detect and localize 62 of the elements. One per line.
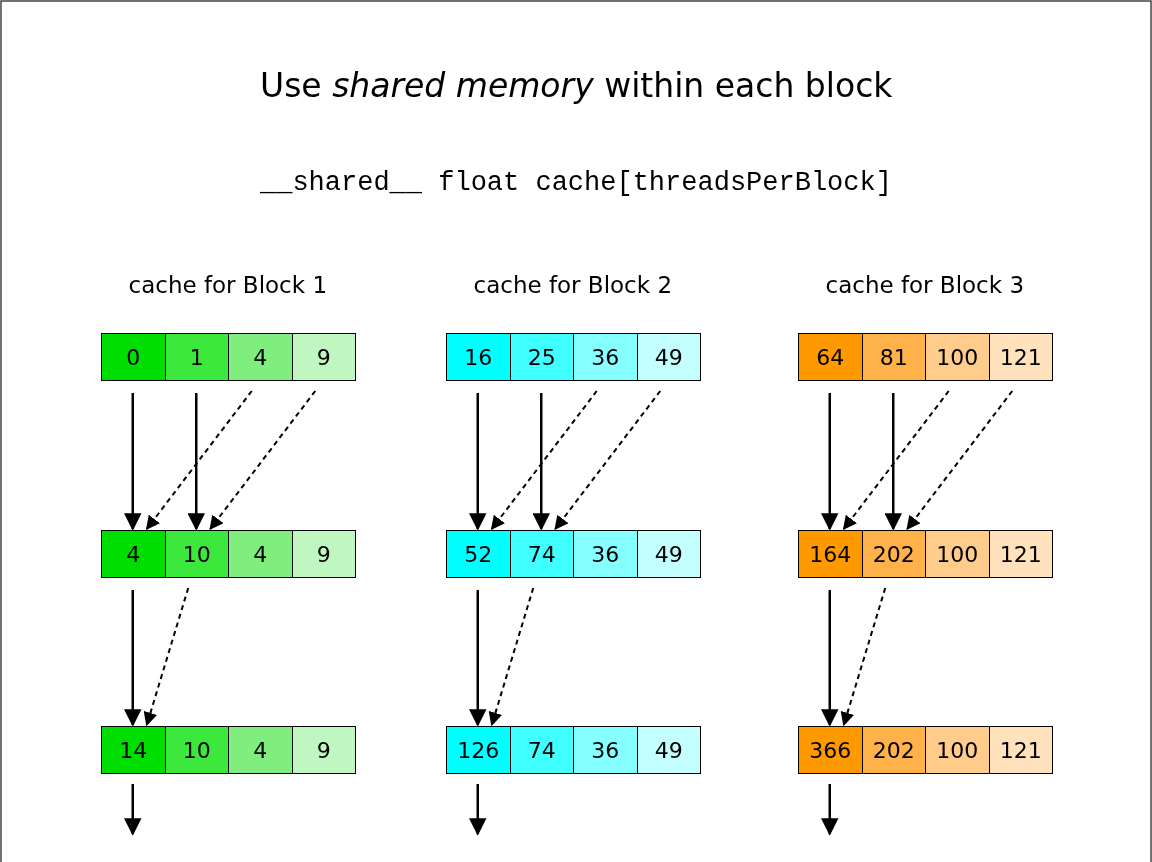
arrow — [488, 587, 535, 727]
array-cell: 49 — [636, 333, 701, 381]
array-cell: 100 — [925, 726, 990, 774]
array-cell: 4 — [101, 530, 166, 578]
array-cell: 121 — [988, 530, 1053, 578]
array-cell: 64 — [798, 333, 863, 381]
array-cell: 164 — [798, 530, 863, 578]
caption: cache for Block 2 — [473, 272, 672, 298]
caption: cache for Block 3 — [825, 272, 1024, 298]
array-cell: 4 — [228, 530, 293, 578]
array-cell: 49 — [636, 530, 701, 578]
array-cell: 202 — [861, 530, 926, 578]
arrow — [469, 590, 487, 727]
array-cell: 4 — [228, 333, 293, 381]
arrow — [124, 590, 142, 727]
arrow — [532, 393, 550, 531]
array-cell: 74 — [509, 726, 574, 774]
arrow — [490, 390, 598, 531]
arrow — [469, 784, 487, 836]
arrow — [842, 390, 950, 531]
arrow — [143, 587, 190, 727]
arrow — [840, 587, 887, 727]
array-cell: 36 — [573, 333, 638, 381]
array-cell: 81 — [861, 333, 926, 381]
array-cell: 36 — [573, 726, 638, 774]
array-cell: 366 — [798, 726, 863, 774]
array-cell: 9 — [291, 530, 356, 578]
array-cell: 36 — [573, 530, 638, 578]
arrow — [821, 784, 839, 836]
arrow — [554, 390, 662, 531]
slide-title: Use shared memory within each block — [260, 66, 893, 105]
array-cell: 16 — [446, 333, 511, 381]
arrow — [821, 393, 839, 531]
array-cell: 126 — [446, 726, 511, 774]
arrow — [209, 390, 317, 531]
array-cell: 74 — [509, 530, 574, 578]
array-cell: 10 — [164, 726, 229, 774]
array-cell: 9 — [291, 726, 356, 774]
arrow — [145, 390, 253, 531]
array-cell: 10 — [164, 530, 229, 578]
array-cell: 202 — [861, 726, 926, 774]
array-cell: 100 — [925, 333, 990, 381]
caption: cache for Block 1 — [128, 272, 327, 298]
array-cell: 4 — [228, 726, 293, 774]
arrow — [187, 393, 205, 531]
array-cell: 52 — [446, 530, 511, 578]
arrow — [124, 393, 142, 531]
arrow — [906, 390, 1014, 531]
arrow — [469, 393, 487, 531]
array-cell: 1 — [164, 333, 229, 381]
array-cell: 121 — [988, 726, 1053, 774]
arrow — [884, 393, 902, 531]
array-cell: 9 — [291, 333, 356, 381]
array-cell: 14 — [101, 726, 166, 774]
array-cell: 49 — [636, 726, 701, 774]
code-line: __shared__ float cache[threadsPerBlock] — [260, 168, 892, 198]
array-cell: 100 — [925, 530, 990, 578]
array-cell: 25 — [509, 333, 574, 381]
arrow — [821, 590, 839, 727]
array-cell: 0 — [101, 333, 166, 381]
array-cell: 121 — [988, 333, 1053, 381]
arrow — [124, 784, 142, 836]
